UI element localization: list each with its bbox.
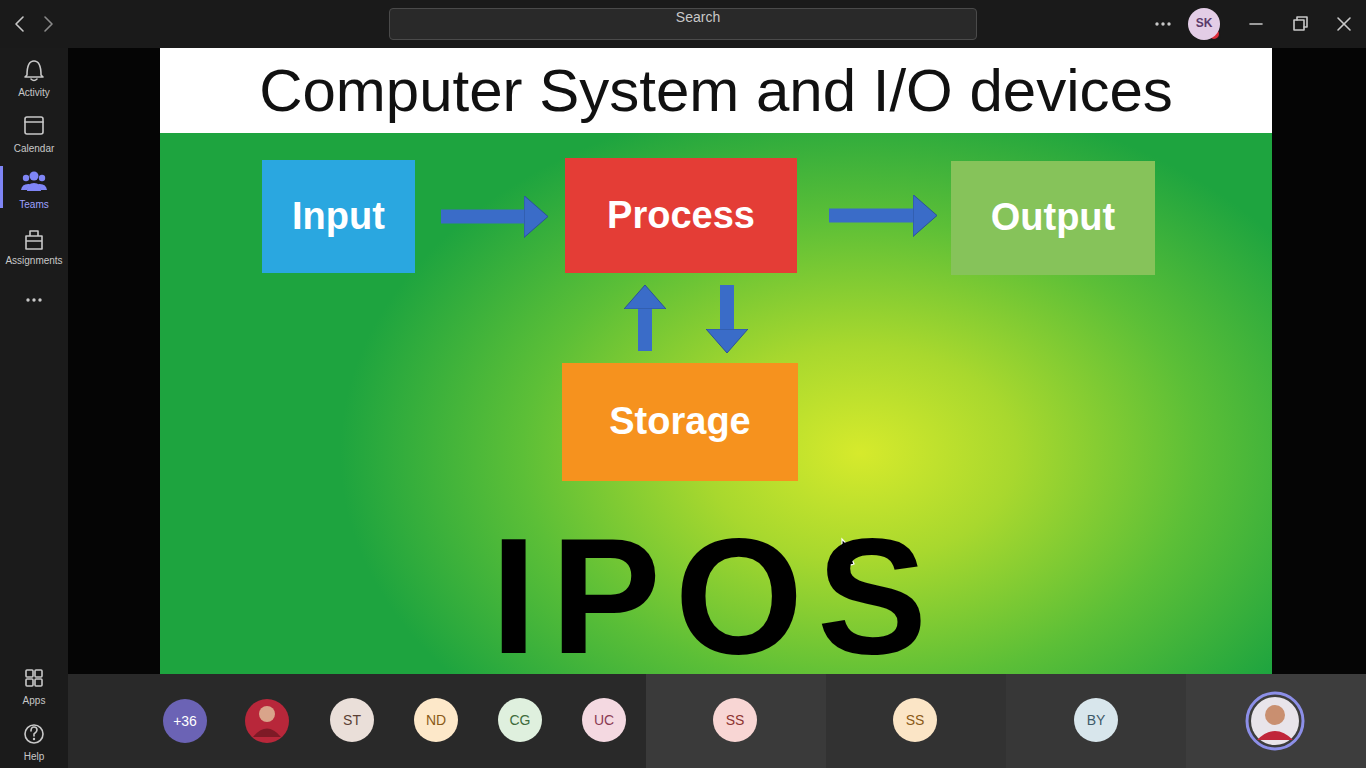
node-label: UC	[594, 712, 614, 728]
label-block: Assignments	[0, 250, 68, 268]
forward-arrow	[45, 17, 52, 31]
participant-count: +36	[163, 699, 207, 743]
restore-button	[1294, 20, 1304, 30]
mouse-cursor	[842, 539, 857, 565]
nav-label: Calendar	[14, 143, 55, 154]
output-box: Output	[951, 161, 1155, 275]
more-dots	[32, 298, 35, 301]
help-icon-dot	[33, 738, 35, 740]
nav-label: Apps	[23, 695, 46, 706]
more-dots	[1161, 22, 1164, 25]
node-label: ND	[426, 712, 446, 728]
participant-avatar: ST	[330, 698, 374, 742]
apps-icon	[26, 679, 33, 686]
node-label: SS	[906, 712, 925, 728]
slide-title: Computer System and I/O devices	[259, 57, 1173, 124]
photo-avatar	[245, 699, 289, 743]
node-label: Output	[991, 196, 1116, 240]
node-label: Storage	[609, 400, 750, 444]
help-icon	[25, 725, 43, 743]
more-dots	[26, 298, 29, 301]
label-block: Activity	[0, 82, 68, 100]
participant-avatar: SS	[713, 698, 757, 742]
node-label: CG	[510, 712, 531, 728]
node-label: BY	[1087, 712, 1106, 728]
selected-indicator	[0, 166, 3, 208]
apps-icon	[35, 679, 42, 686]
node-label: ST	[343, 712, 361, 728]
apps-icon	[26, 670, 33, 677]
help-icon	[31, 727, 37, 736]
participant-avatar: BY	[1074, 698, 1118, 742]
flow-arrow	[829, 209, 913, 223]
nav-label: Assignments	[5, 255, 62, 266]
node-label: +36	[173, 713, 197, 729]
flow-arrow	[638, 309, 652, 351]
nav-label: Teams	[19, 199, 48, 210]
participant-avatar: UC	[582, 698, 626, 742]
label-block: Apps	[0, 690, 68, 708]
nav-label: Activity	[18, 87, 50, 98]
flow-arrow	[720, 285, 734, 329]
restore-button	[1297, 17, 1307, 27]
more-dots	[1155, 22, 1158, 25]
node-label: Search	[676, 9, 720, 25]
flow-arrow	[441, 210, 524, 224]
left-rail	[0, 48, 68, 768]
calendar-icon	[25, 121, 43, 123]
more-dots	[1167, 22, 1170, 25]
minimize-button	[1250, 23, 1262, 25]
teams-icon	[21, 172, 47, 192]
node-label: SS	[726, 712, 745, 728]
participant-avatar: ND	[414, 698, 458, 742]
participant-avatar: CG	[498, 698, 542, 742]
slide-title-band	[160, 48, 1272, 133]
label-block: Calendar	[0, 138, 68, 156]
back-arrow	[16, 17, 23, 31]
close-button	[1338, 18, 1350, 30]
input-box: Input	[262, 160, 415, 273]
storage-box: Storage	[562, 363, 798, 481]
slide-title-block: Computer System and I/O devices	[160, 52, 1272, 130]
close-button	[1338, 18, 1350, 30]
bell-icon	[25, 61, 43, 81]
photo-avatar	[1247, 693, 1303, 749]
user-avatar: SK	[1188, 8, 1220, 40]
ipos-word: IPOS	[491, 504, 941, 688]
node-label: SK	[1196, 17, 1213, 31]
calendar-icon	[25, 117, 43, 134]
apps-icon	[35, 670, 42, 677]
assignments-icon	[26, 231, 42, 249]
more-dots	[38, 298, 41, 301]
label-block: IPOS	[160, 514, 1272, 679]
search-box: Search	[389, 8, 977, 40]
nav-label: Help	[24, 751, 45, 762]
node-label: Input	[292, 195, 385, 239]
node-label: Process	[607, 194, 755, 238]
process-box: Process	[565, 158, 797, 273]
label-block: Help	[0, 746, 68, 764]
label-block: Teams	[0, 194, 68, 212]
participant-avatar: SS	[893, 698, 937, 742]
